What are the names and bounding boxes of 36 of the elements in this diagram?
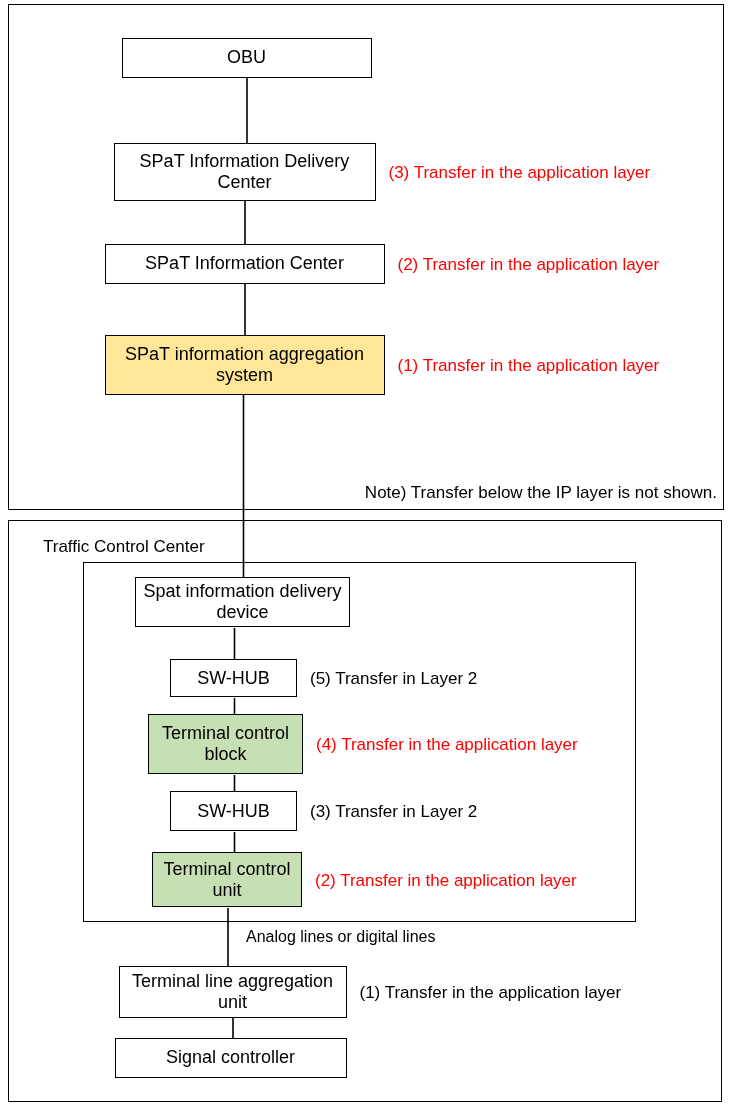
annotation-text: (2) Transfer in the application layer xyxy=(315,870,577,891)
box-label: Signal controller xyxy=(165,1047,296,1068)
edge-label: Analog lines or digital lines xyxy=(244,927,438,946)
process-box xyxy=(121,37,372,78)
boundary-frame xyxy=(8,4,724,510)
box-label: SPaT Information Delivery Center xyxy=(138,150,351,193)
process-box xyxy=(135,577,350,627)
box-label: Spat information delivery device xyxy=(142,581,343,623)
box-label: Terminal control unit xyxy=(162,858,292,901)
annotation-text: (2) Transfer in the application layer xyxy=(397,254,660,275)
annotation-text: (1) Transfer in the application layer xyxy=(359,982,622,1003)
boundary-frame xyxy=(82,561,636,922)
box-label: Terminal control block xyxy=(160,723,290,765)
connector-line xyxy=(246,77,248,144)
panel-title: Traffic Control Center xyxy=(43,537,205,557)
note-text: Note) Transfer below the IP layer is not shown. xyxy=(364,483,717,503)
process-box xyxy=(114,1037,347,1078)
connector-line xyxy=(233,831,236,854)
annotation-text: (3) Transfer in the application layer xyxy=(388,162,651,183)
box-label: SW-HUB xyxy=(197,667,270,689)
connector-line xyxy=(244,200,246,245)
annotation-text: (5) Transfer in Layer 2 xyxy=(310,669,478,689)
annotation-text: (4) Transfer in the application layer xyxy=(316,735,578,755)
box-label: SW-HUB xyxy=(197,800,270,822)
connector-line xyxy=(244,283,246,336)
boundary-frame xyxy=(8,520,722,1102)
connector-line xyxy=(242,394,245,579)
connector-line xyxy=(227,907,229,967)
box-label: OBU xyxy=(227,47,266,68)
annotation-text: (3) Transfer in Layer 2 xyxy=(310,802,478,822)
annotation-text: (1) Transfer in the application layer xyxy=(397,355,660,376)
box-label: Terminal line aggregation unit xyxy=(130,970,335,1013)
box-label: SPaT Information Center xyxy=(145,253,344,274)
box-label: SPaT information aggregation system xyxy=(124,343,365,386)
connector-line xyxy=(232,1017,234,1039)
connector-line xyxy=(233,627,236,661)
